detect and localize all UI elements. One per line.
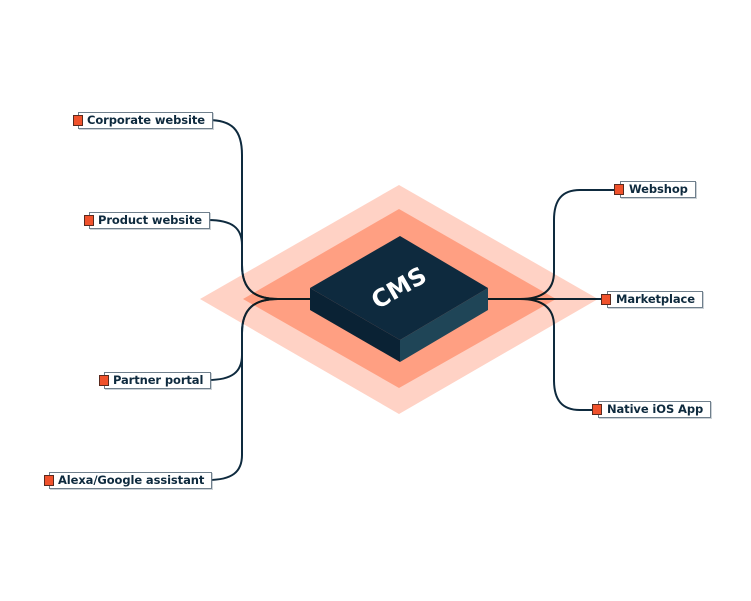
node-label: Webshop bbox=[629, 182, 688, 196]
node-marker-icon bbox=[99, 375, 109, 386]
connector-webshop bbox=[519, 189, 614, 300]
node-alexa-google-assistant[interactable]: Alexa/Google assistant bbox=[44, 472, 213, 489]
connectors-right bbox=[488, 189, 614, 411]
cms-block-right-face bbox=[400, 288, 488, 362]
connector-alexa-google-assistant bbox=[207, 298, 279, 481]
connectors-left bbox=[207, 119, 312, 481]
node-label: Corporate website bbox=[87, 113, 205, 127]
node-partner-portal[interactable]: Partner portal bbox=[99, 372, 212, 389]
node-label: Partner portal bbox=[113, 373, 204, 387]
connector-product-website bbox=[207, 219, 279, 300]
node-label: Alexa/Google assistant bbox=[58, 473, 205, 487]
node-marker-icon bbox=[84, 215, 94, 226]
node-marketplace[interactable]: Marketplace bbox=[601, 291, 703, 308]
node-marker-icon bbox=[44, 475, 54, 486]
node-marker-icon bbox=[592, 404, 602, 415]
cms-block-left-face bbox=[310, 288, 400, 362]
node-marker-icon bbox=[73, 115, 83, 126]
node-native-ios-app[interactable]: Native iOS App bbox=[592, 401, 712, 418]
node-label: Product website bbox=[98, 213, 202, 227]
node-marker-icon bbox=[614, 184, 624, 195]
node-label: Marketplace bbox=[616, 292, 695, 306]
cms-block-top-face bbox=[310, 236, 488, 340]
node-webshop[interactable]: Webshop bbox=[614, 181, 696, 198]
node-marker-icon bbox=[601, 294, 611, 305]
connector-native-ios-app bbox=[519, 298, 594, 411]
cms-block[interactable]: CMS bbox=[310, 236, 488, 362]
node-corporate-website[interactable]: Corporate website bbox=[73, 112, 213, 129]
node-product-website[interactable]: Product website bbox=[84, 212, 210, 229]
node-label: Native iOS App bbox=[607, 402, 704, 416]
